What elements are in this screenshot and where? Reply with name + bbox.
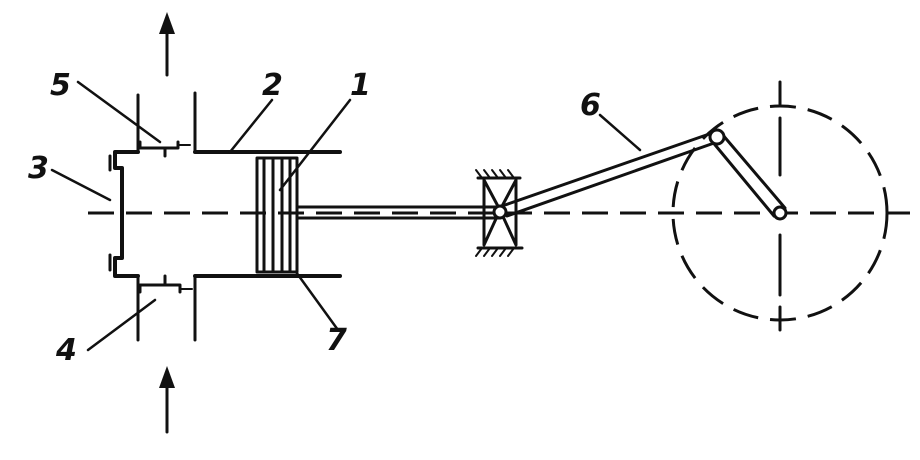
piston (255, 156, 299, 274)
intake-port (136, 274, 197, 342)
crank-circle (671, 80, 889, 332)
label-1-piston: 1 (350, 68, 371, 103)
label-4-intake-valve: 4 (55, 333, 77, 368)
intake-flow-arrow-icon (159, 366, 175, 434)
crank-arm (709, 132, 787, 218)
label-7-piston-rings: 7 (326, 323, 347, 358)
label-2-cylinder: 2 (262, 68, 283, 103)
leader-lines (50, 80, 642, 352)
label-6-connecting-rod: 6 (580, 88, 601, 123)
exhaust-port (136, 91, 197, 154)
exhaust-valve (138, 140, 191, 158)
piston-rings (262, 156, 292, 274)
cylinder-head (108, 150, 140, 278)
cylinder (193, 150, 342, 278)
crosshead-guide (475, 169, 524, 257)
connecting-rod (503, 130, 719, 218)
intake-valve (138, 274, 193, 294)
crank-pin (708, 128, 726, 146)
exhaust-flow-arrow-icon (159, 12, 175, 77)
crankshaft-center (772, 205, 788, 221)
label-5-exhaust-valve: 5 (50, 68, 71, 103)
piston-rod (295, 205, 502, 220)
label-3-cylinder-head: 3 (28, 151, 49, 186)
